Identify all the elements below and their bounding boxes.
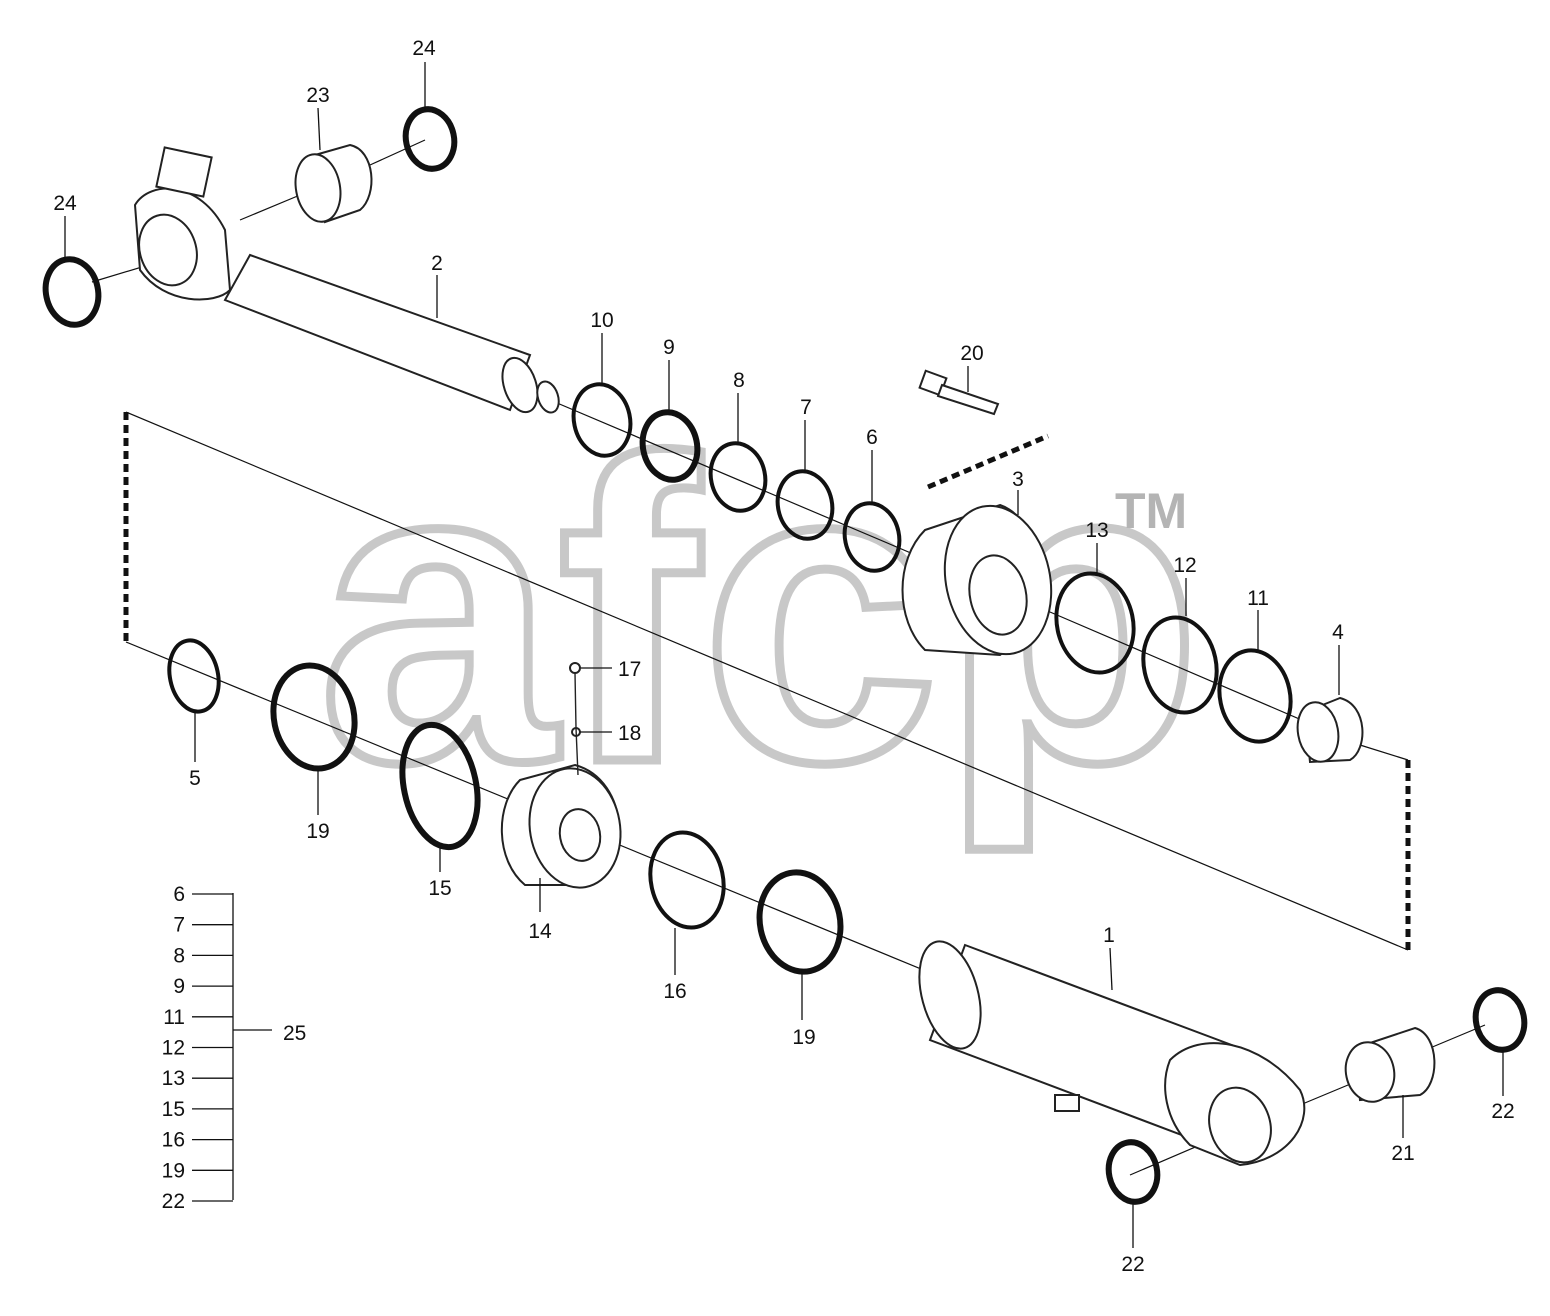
piston-14	[500, 763, 622, 889]
callout-label: 2	[431, 252, 443, 275]
assembly-axis-diagonal	[125, 411, 1409, 951]
callout-label: 7	[800, 396, 812, 419]
seal-ring-24-top	[402, 106, 458, 172]
kit-member-label: 15	[162, 1098, 185, 1121]
seal-ring-13	[1054, 571, 1136, 675]
kit-member-label: 9	[173, 975, 185, 998]
callout-label: 22	[1491, 1100, 1514, 1123]
seal-ring-24-left	[42, 256, 102, 328]
cylinder-head	[901, 503, 1053, 657]
wear-ring-19-right	[756, 869, 844, 975]
bushing-23	[294, 143, 373, 224]
callout-label: 18	[618, 722, 641, 745]
cylinder-tube	[918, 940, 1306, 1167]
callout-label: 24	[412, 37, 436, 60]
seal-ring-22-right	[1472, 987, 1528, 1053]
callout-label: 22	[1121, 1253, 1144, 1276]
callout-leaders	[64, 62, 1504, 1248]
kit-member-label: 16	[162, 1129, 185, 1152]
callout-label: 14	[528, 920, 552, 943]
seal-ring-7	[775, 469, 835, 541]
sensor-17-18	[569, 662, 581, 776]
seal-ring-6	[842, 501, 902, 573]
watermark-logo: afcp	[318, 372, 1202, 854]
axis-bush-ring	[369, 139, 426, 166]
callout-label: 1	[1103, 924, 1115, 947]
bushing-21	[1344, 1026, 1436, 1103]
dashed-bolt-line	[927, 433, 1049, 490]
kit-member-label: 6	[173, 883, 185, 906]
kit-label: 25	[283, 1022, 306, 1045]
kit-bracket: 25 6 7 8 9 11 12 13 15 16 19 22	[162, 883, 307, 1213]
seal-ring-12	[1141, 615, 1219, 715]
seal-ring-9	[639, 409, 701, 483]
callout-labels: 24 23 24 2 10 9 8 7 6 20 3 13 12 11 4 17…	[53, 37, 1514, 1276]
callout-label: 5	[189, 767, 201, 790]
callout-label: 19	[306, 820, 329, 843]
head-bolt	[918, 369, 1000, 416]
callout-label: 20	[960, 342, 983, 365]
kit-member-label: 19	[162, 1159, 185, 1182]
callout-label: 11	[1247, 587, 1269, 610]
callout-label: 12	[1173, 554, 1196, 577]
seal-ring-22-bottom	[1105, 1139, 1161, 1205]
watermark-trademark: TM	[1115, 483, 1187, 539]
kit-member-label: 8	[173, 944, 185, 967]
callout-label: 21	[1391, 1142, 1414, 1165]
wear-ring-19-left	[270, 662, 358, 772]
callout-label: 15	[428, 877, 451, 900]
kit-member-label: 12	[162, 1037, 185, 1060]
kit-member-label: 13	[162, 1067, 185, 1090]
callout-label: 6	[866, 426, 878, 449]
callout-label: 24	[53, 192, 77, 215]
callout-label: 8	[733, 369, 745, 392]
callout-label: 3	[1012, 468, 1024, 491]
callout-label: 10	[590, 309, 613, 332]
callout-label: 19	[792, 1026, 815, 1049]
seal-ring-15	[399, 721, 481, 851]
piston-rod	[133, 146, 560, 414]
callout-label: 23	[306, 84, 329, 107]
seal-ring-5	[167, 638, 221, 714]
guide-bushing-4	[1296, 696, 1364, 764]
callout-label: 4	[1332, 621, 1344, 644]
seal-ring-16	[648, 830, 726, 930]
callout-label: 16	[663, 980, 686, 1003]
callout-label: 17	[618, 658, 641, 681]
seal-ring-8	[708, 441, 768, 513]
kit-member-label: 22	[162, 1190, 185, 1213]
seal-ring-11	[1217, 648, 1293, 744]
callout-label: 13	[1085, 519, 1108, 542]
seal-ring-10	[571, 382, 633, 458]
axis-eye-bush	[239, 194, 301, 221]
callout-label: 9	[663, 336, 675, 359]
kit-member-label: 11	[163, 1006, 185, 1029]
kit-member-list: 6 7 8 9 11 12 13 15 16 19 22	[162, 883, 233, 1213]
kit-member-label: 7	[173, 914, 185, 937]
